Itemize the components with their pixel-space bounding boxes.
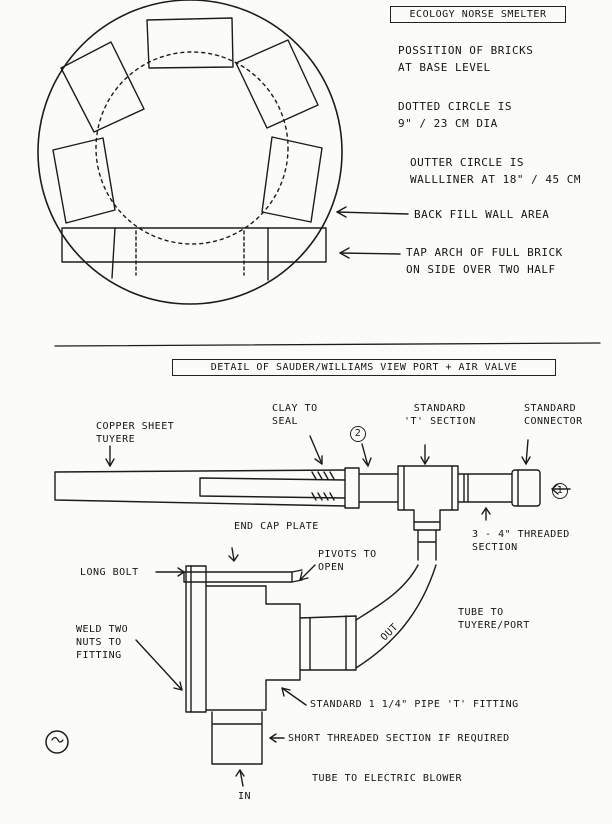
outer-circle (37, 0, 343, 305)
brick-mid-right (261, 136, 323, 223)
note-brick-position: POSSITION OF BRICKS AT BASE LEVEL (398, 44, 534, 74)
detail-arrows (105, 435, 531, 743)
tap-arch-brick (61, 227, 327, 263)
label-threaded-section: 3 - 4" THREADED SECTION (472, 529, 570, 553)
plan-arrows (336, 206, 409, 259)
label-standard-t: STANDARD 'T' SECTION (404, 403, 476, 427)
label-long-bolt: LONG BOLT (80, 567, 139, 578)
tuyere-assembly (54, 465, 571, 561)
label-pipe-t-fitting: STANDARD 1 1/4" PIPE 'T' FITTING (310, 699, 519, 710)
tube-to-tuyere (355, 564, 437, 669)
note-tap-arch: TAP ARCH OF FULL BRICK ON SIDE OVER TWO … (406, 246, 563, 276)
label-clay-seal: CLAY TO SEAL (272, 403, 318, 427)
label-num-2: 2 (350, 426, 366, 442)
short-threaded-section (211, 711, 263, 765)
end-cap-plate (185, 565, 207, 713)
label-pivots: PIVOTS TO OPEN (318, 549, 377, 573)
coupling-2 (344, 467, 360, 509)
section-divider (54, 342, 601, 347)
label-standard-connector: STANDARD CONNECTOR (524, 403, 583, 427)
note-dotted-circle: DOTTED CIRCLE IS 9" / 23 CM DIA (398, 100, 512, 130)
clay-seal (311, 471, 335, 501)
label-in: IN (238, 791, 252, 802)
label-short-threaded: SHORT THREADED SECTION IF REQUIRED (288, 733, 510, 744)
side-outlet (299, 615, 357, 671)
pipe-t-fitting (205, 585, 301, 711)
air-valve-assembly (183, 564, 437, 787)
label-copper-tuyere: COPPER SHEET TUYERE (96, 421, 175, 445)
label-weld-nuts: WELD TWO NUTS TO FITTING (76, 624, 129, 661)
brick-upper-right (235, 39, 319, 129)
label-end-cap-plate: END CAP PLATE (234, 521, 319, 532)
title-box: ECOLOGY NORSE SMELTER (390, 6, 566, 23)
dotted-circle (95, 51, 289, 245)
label-tube-to-tuyere: TUBE TO TUYERE/PORT (458, 607, 530, 631)
maker-logo (45, 730, 69, 754)
note-outer-circle: OUTTER CIRCLE IS WALLLINER AT 18" / 45 C… (410, 156, 581, 186)
standard-connector (511, 469, 541, 507)
threaded-section (457, 473, 513, 503)
standard-t-section (397, 465, 459, 531)
label-num-1: 1 (552, 483, 568, 499)
detail-title: DETAIL OF SAUDER/WILLIAMS VIEW PORT + AI… (172, 359, 556, 376)
brick-mid-left (52, 137, 116, 224)
note-backfill: BACK FILL WALL AREA (414, 208, 550, 221)
copper-tuyere (54, 469, 346, 507)
furnace-plan (37, 0, 343, 305)
brick-upper-left (60, 41, 145, 133)
long-bolt (183, 571, 293, 583)
brick-top (146, 17, 234, 69)
label-electric-blower: TUBE TO ELECTRIC BLOWER (312, 773, 462, 784)
